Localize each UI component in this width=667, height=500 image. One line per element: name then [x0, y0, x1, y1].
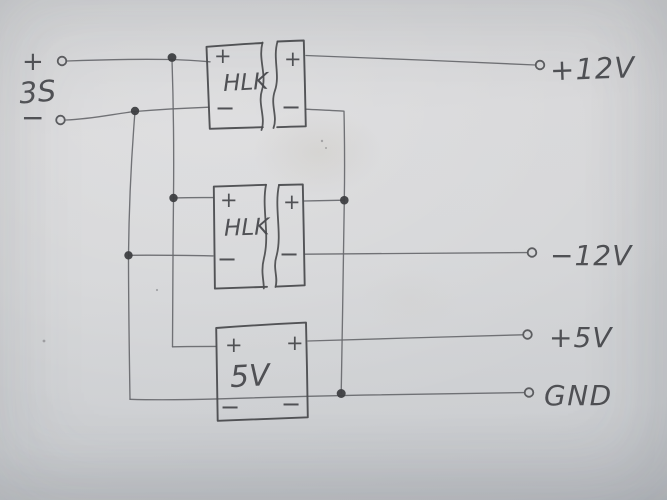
output-plus5-label: +5V — [549, 321, 613, 354]
paper-speck — [320, 139, 324, 143]
junction-dot-plus-hlk2 — [169, 193, 178, 203]
module-hlk2-torn-edge-right — [274, 184, 280, 288]
hlk2-out-minus-label: − — [279, 240, 299, 268]
paper-specks — [42, 139, 327, 343]
module-hlk1-torn-edge-right — [272, 40, 279, 129]
hlk1-in-minus-label: − — [215, 94, 235, 122]
5v-out-minus-label: − — [281, 390, 301, 418]
wire-hlk1-outminus — [304, 108, 346, 201]
wire-hlk2-outplus — [303, 199, 345, 202]
labels: + 3S − + HLK − + − + HLK − + − + + 5V − … — [18, 44, 637, 421]
junction-dots — [124, 53, 349, 398]
output-minus12-label: −12V — [550, 239, 633, 272]
module-boxes — [205, 39, 309, 422]
junction-dot-minus-hlk2 — [124, 251, 133, 260]
terminals — [55, 55, 546, 398]
wire-minus-branch-hlk2 — [127, 254, 214, 257]
hlk2-in-minus-label: − — [217, 245, 237, 273]
output-plus5-terminal — [522, 329, 533, 340]
module-5v-box — [215, 321, 309, 422]
output-plus12-terminal — [534, 59, 546, 71]
hlk1-out-plus-label: + — [284, 47, 302, 71]
junction-dot-midpoint — [340, 195, 349, 205]
output-gnd-label: GND — [544, 379, 613, 412]
module-hlk2-output-box — [275, 183, 306, 288]
junction-dot-minus-top — [130, 106, 140, 116]
hlk2-label: HLK — [224, 214, 272, 242]
junction-dot-ground — [336, 389, 346, 398]
battery-minus-label: − — [21, 101, 44, 134]
wire-plus-bus-vertical — [171, 58, 175, 348]
5v-in-minus-label: − — [220, 393, 240, 421]
wire-battery-plus — [66, 58, 211, 63]
battery-minus-terminal — [55, 114, 66, 126]
hlk2-in-plus-label: + — [220, 188, 238, 212]
output-gnd-terminal — [523, 387, 535, 398]
paper-speck — [42, 339, 46, 343]
module-hlk1-input-box — [205, 42, 264, 130]
paper-speck — [155, 288, 159, 292]
wire-out-minus12 — [303, 251, 528, 255]
module-hlk2-input-box — [212, 183, 268, 290]
wire-midpoint-to-ground — [340, 199, 345, 395]
output-minus12-terminal — [526, 247, 538, 258]
5v-label: 5V — [229, 358, 273, 395]
wire-out-plus12 — [305, 54, 537, 66]
module-hlk1-torn-edge-left — [259, 41, 265, 131]
hlk2-out-plus-label: + — [283, 190, 301, 214]
hlk1-in-plus-label: + — [214, 44, 232, 68]
output-plus12-label: +12V — [549, 50, 636, 87]
wire-out-plus5 — [307, 334, 524, 342]
junction-dot-plus-top — [167, 53, 177, 62]
battery-plus-label: + — [22, 47, 44, 77]
wire-ground-rail — [129, 391, 525, 401]
module-hlk2-torn-edge-left — [261, 183, 268, 290]
module-hlk1-output-box — [276, 39, 307, 129]
battery-type-label: 3S — [18, 73, 58, 110]
battery-plus-terminal — [56, 55, 68, 67]
5v-out-plus-label: + — [286, 331, 304, 355]
paper-speck — [325, 147, 327, 149]
5v-in-plus-label: + — [225, 333, 243, 357]
hlk1-out-minus-label: − — [281, 93, 301, 121]
hlk1-label: HLK — [222, 69, 270, 97]
